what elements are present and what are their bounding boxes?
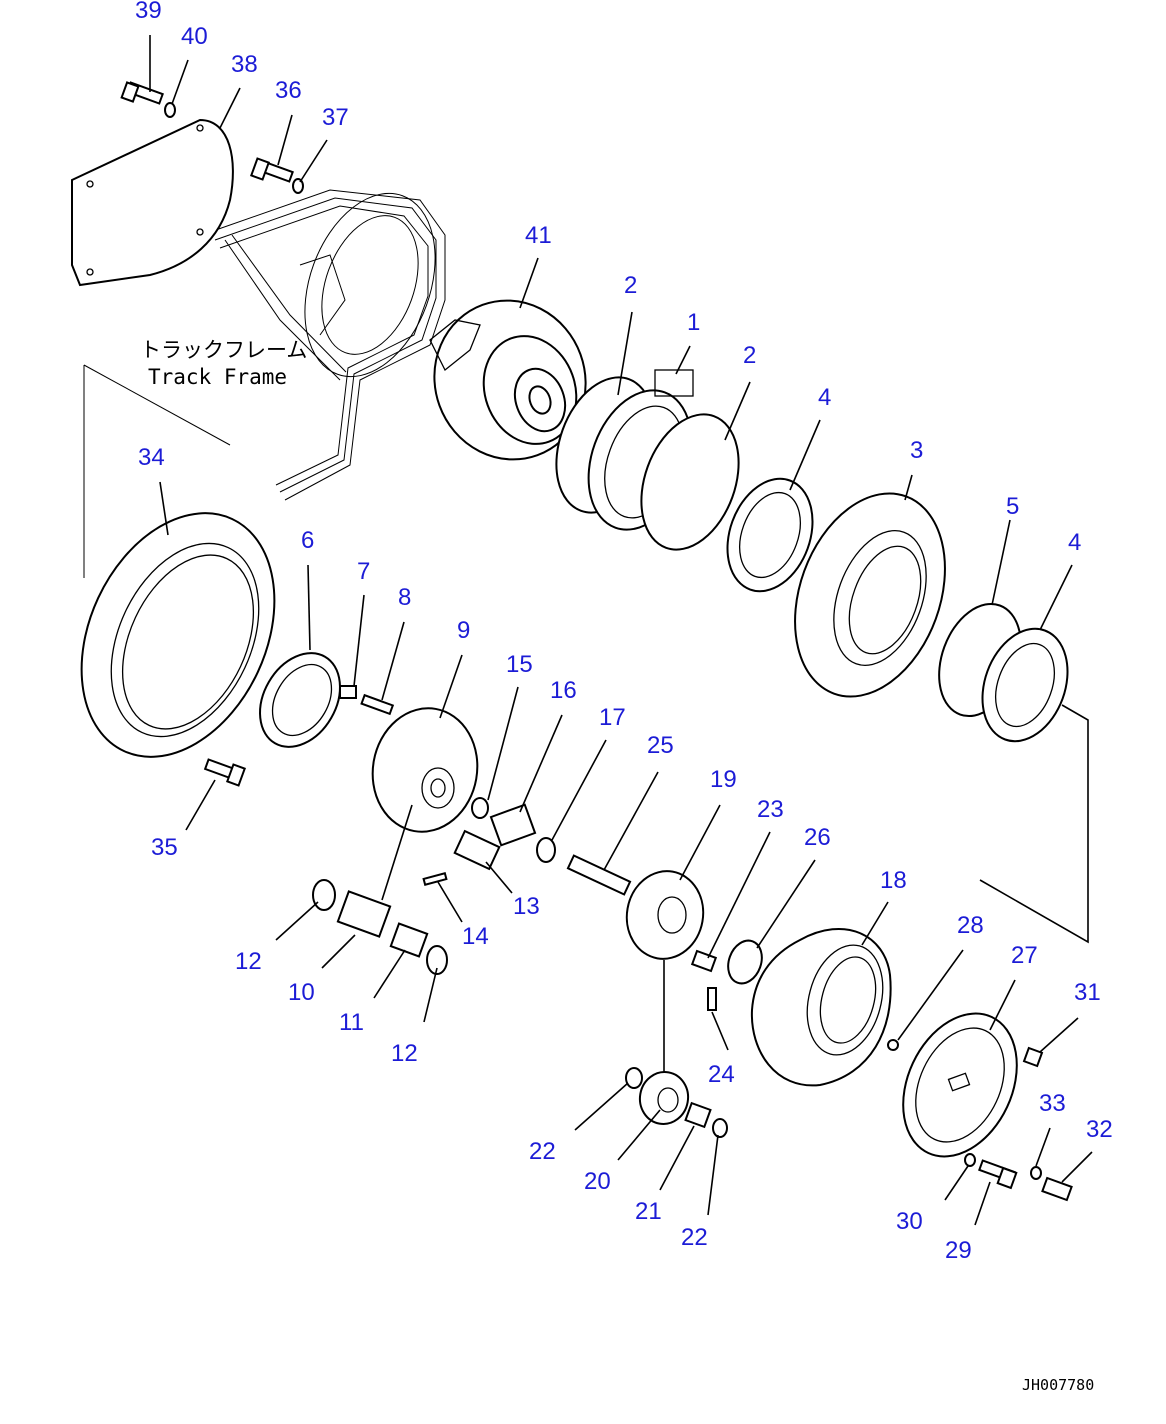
bearing-10 bbox=[336, 890, 392, 938]
callout-26: 26 bbox=[804, 824, 831, 851]
shaft-23 bbox=[690, 949, 718, 973]
gear-16 bbox=[489, 803, 537, 847]
bolt-29 bbox=[978, 1159, 1018, 1190]
bearing-20 bbox=[638, 1071, 690, 1125]
callout-12-left: 12 bbox=[235, 948, 262, 975]
callout-23: 23 bbox=[757, 796, 784, 823]
snap-ring-15 bbox=[471, 797, 489, 819]
callout-33: 33 bbox=[1039, 1090, 1066, 1117]
bearing-4b bbox=[981, 627, 1069, 743]
ring-gear-18 bbox=[750, 928, 892, 1087]
bolt-39 bbox=[120, 81, 164, 105]
sprocket-34 bbox=[80, 512, 276, 758]
callout-15: 15 bbox=[506, 651, 533, 678]
callout-2-upper: 2 bbox=[624, 272, 637, 299]
callout-18: 18 bbox=[880, 867, 907, 894]
planet-carrier-19 bbox=[625, 870, 705, 960]
final-drive-motor bbox=[429, 299, 587, 461]
leader-lines bbox=[149, 35, 1093, 1226]
callout-22-left: 22 bbox=[529, 1138, 556, 1165]
callout-19: 19 bbox=[710, 766, 737, 793]
callout-7: 7 bbox=[357, 558, 370, 585]
lock-plate-7 bbox=[339, 685, 357, 699]
callout-37: 37 bbox=[322, 104, 349, 131]
callout-21: 21 bbox=[635, 1198, 662, 1225]
thrust-washer-22b bbox=[712, 1118, 728, 1138]
callout-31: 31 bbox=[1074, 979, 1101, 1006]
callout-13: 13 bbox=[513, 893, 540, 920]
callout-24: 24 bbox=[708, 1061, 735, 1088]
snap-ring-17 bbox=[536, 837, 556, 863]
track-frame-outline bbox=[83, 189, 446, 578]
callout-10: 10 bbox=[288, 979, 315, 1006]
bolt-32 bbox=[1041, 1176, 1073, 1202]
callout-6: 6 bbox=[301, 527, 314, 554]
bolt-36 bbox=[250, 157, 294, 183]
callout-30: 30 bbox=[896, 1208, 923, 1235]
hub-3 bbox=[794, 492, 946, 698]
callout-9: 9 bbox=[457, 617, 470, 644]
bolt-8 bbox=[360, 693, 395, 716]
o-ring-2b bbox=[640, 413, 740, 551]
callout-4-lower: 4 bbox=[1068, 529, 1081, 556]
callout-14: 14 bbox=[462, 923, 489, 950]
callout-3: 3 bbox=[910, 437, 923, 464]
callout-17: 17 bbox=[599, 704, 626, 731]
cover-27 bbox=[902, 1012, 1018, 1158]
plug-28 bbox=[887, 1039, 899, 1051]
callout-35: 35 bbox=[151, 834, 178, 861]
pin-24 bbox=[707, 987, 717, 1011]
drawing-code: JH007780 bbox=[1022, 1376, 1094, 1394]
callout-32: 32 bbox=[1086, 1116, 1113, 1143]
callout-40: 40 bbox=[181, 23, 208, 50]
callout-38: 38 bbox=[231, 51, 258, 78]
bolt-35 bbox=[203, 758, 246, 787]
sun-gear-25 bbox=[566, 854, 632, 896]
callout-5: 5 bbox=[1006, 493, 1019, 520]
callout-labels: 39 40 38 36 37 41 2 1 2 4 3 5 4 34 6 7 8… bbox=[135, 0, 1113, 1264]
o-ring-33 bbox=[1030, 1166, 1042, 1180]
callout-39: 39 bbox=[135, 0, 162, 24]
thrust-washer-26 bbox=[727, 939, 763, 985]
callout-20: 20 bbox=[584, 1168, 611, 1195]
callout-12-right: 12 bbox=[391, 1040, 418, 1067]
callout-36: 36 bbox=[275, 77, 302, 104]
callout-27: 27 bbox=[1011, 942, 1038, 969]
callout-25: 25 bbox=[647, 732, 674, 759]
cover-plate bbox=[71, 118, 234, 287]
washer-30 bbox=[964, 1153, 976, 1167]
callout-8: 8 bbox=[398, 584, 411, 611]
callout-11: 11 bbox=[339, 1009, 364, 1036]
bearing-4a bbox=[726, 477, 814, 593]
callout-34: 34 bbox=[138, 444, 165, 471]
seal-tag bbox=[654, 369, 694, 397]
shaft-13 bbox=[453, 829, 501, 871]
callout-41: 41 bbox=[525, 222, 552, 249]
bearing-11 bbox=[389, 922, 429, 958]
thrust-washer-22a bbox=[625, 1067, 643, 1089]
track-frame-label-en: Track Frame bbox=[148, 365, 287, 389]
callout-1: 1 bbox=[687, 309, 700, 336]
callout-28: 28 bbox=[957, 912, 984, 939]
callout-2-lower: 2 bbox=[743, 342, 756, 369]
bolt-31 bbox=[1022, 1046, 1044, 1068]
callout-4-upper: 4 bbox=[818, 384, 831, 411]
callout-29: 29 bbox=[945, 1237, 972, 1264]
bearing-21 bbox=[684, 1101, 712, 1129]
planet-carrier-9 bbox=[371, 707, 479, 833]
thrust-washer-12b bbox=[426, 945, 448, 975]
thrust-washer-12a bbox=[312, 879, 336, 911]
track-frame-label-jp: トラックフレーム bbox=[140, 338, 307, 362]
cover-6 bbox=[259, 652, 341, 748]
callout-16: 16 bbox=[550, 677, 577, 704]
pin-14 bbox=[422, 872, 448, 886]
washer-37 bbox=[292, 178, 304, 194]
washer-40 bbox=[164, 102, 176, 118]
callout-22-right: 22 bbox=[681, 1224, 708, 1251]
